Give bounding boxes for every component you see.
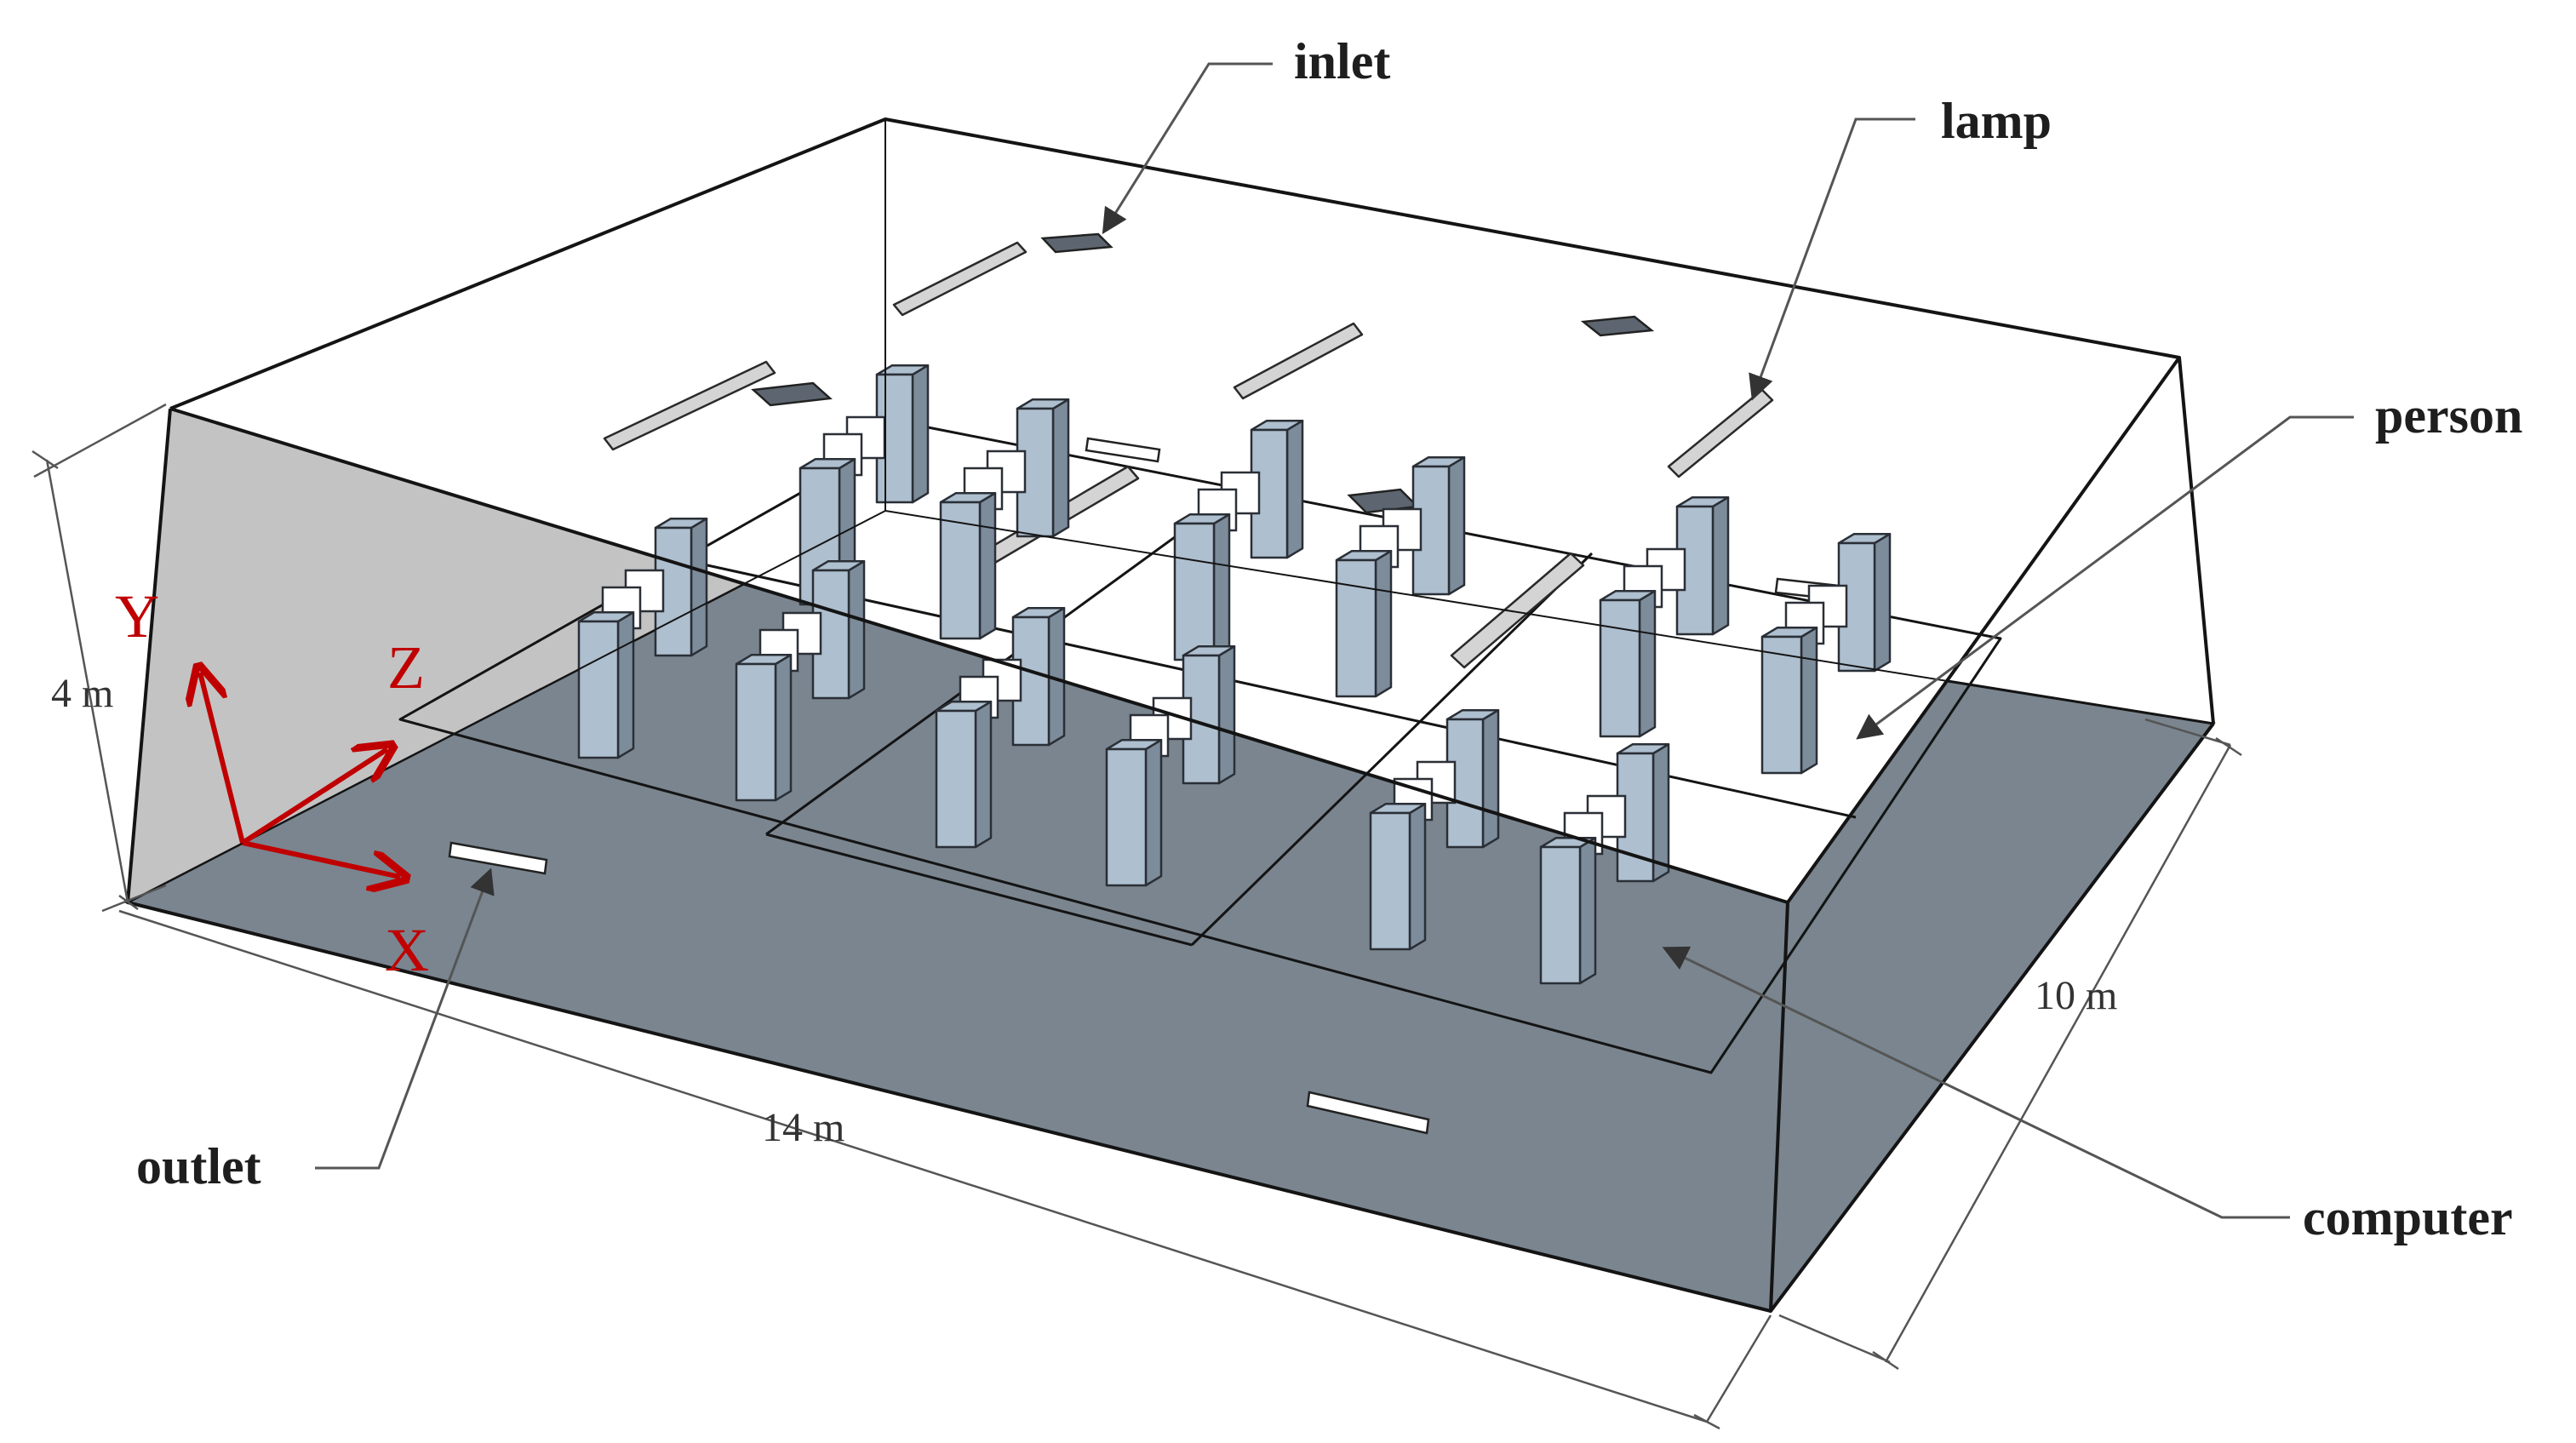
label-inlet: inlet (1294, 33, 1390, 89)
person-2a-side (978, 491, 997, 640)
person-6a (1760, 635, 1803, 775)
person-5a (1599, 598, 1641, 738)
axis-triad (200, 673, 400, 877)
dim-height: 4 m (51, 671, 113, 716)
person-3a-side (1212, 512, 1231, 661)
dim-length: 14 m (762, 1105, 844, 1150)
lamp-3 (1233, 322, 1364, 400)
person-7a-side (616, 610, 635, 759)
axis-x-label: X (385, 916, 429, 984)
person-12a (1539, 845, 1582, 985)
inlet-1 (1040, 232, 1113, 254)
label-person: person (2375, 387, 2522, 444)
inlet-2 (751, 381, 833, 407)
person-10a-side (1144, 738, 1163, 887)
person-3a (1173, 522, 1216, 661)
outlet-2 (1306, 1091, 1430, 1135)
person-11a (1369, 811, 1411, 951)
person-10a (1105, 747, 1148, 887)
person-4b-side (1447, 455, 1466, 596)
person-4a-side (1374, 549, 1393, 698)
person-10b-side (1217, 644, 1236, 785)
person-5a-side (1638, 589, 1657, 738)
person-9a-side (974, 700, 993, 849)
person-8a (735, 662, 777, 802)
axis-y-label: Y (115, 582, 159, 650)
lamps (603, 241, 1774, 669)
person-6b-side (1873, 532, 1892, 673)
occupants (577, 364, 1892, 985)
inlet-3 (1580, 315, 1655, 337)
person-8b-side (847, 559, 866, 700)
outlet-3 (1085, 437, 1161, 463)
person-11a-side (1408, 802, 1427, 951)
label-computer: computer (2303, 1189, 2513, 1245)
label-outlet: outlet (136, 1138, 261, 1194)
person-12a-side (1578, 836, 1597, 985)
person-8a-side (774, 653, 793, 802)
inlets (751, 232, 1655, 514)
callout-leaders (315, 62, 2354, 1219)
dim-width: 10 m (2035, 973, 2117, 1018)
outlet-1 (448, 841, 548, 875)
person-9a (935, 709, 977, 849)
lamp-1 (892, 241, 1028, 317)
person-3b-side (1285, 419, 1304, 559)
lamp-6 (1450, 552, 1585, 669)
label-lamp: lamp (1941, 93, 2052, 149)
person-6a-side (1800, 626, 1818, 775)
person-1b-side (911, 364, 930, 504)
person-5b-side (1711, 495, 1730, 636)
person-7b-side (690, 517, 708, 657)
ceiling (170, 119, 2179, 902)
person-11b-side (1481, 708, 1500, 849)
axis-z-label: Z (387, 633, 425, 701)
dimension-lines (31, 403, 2242, 1430)
person-7a (577, 620, 620, 759)
person-2b-side (1051, 398, 1070, 538)
lamp-2 (603, 360, 776, 451)
person-4a (1335, 558, 1377, 698)
